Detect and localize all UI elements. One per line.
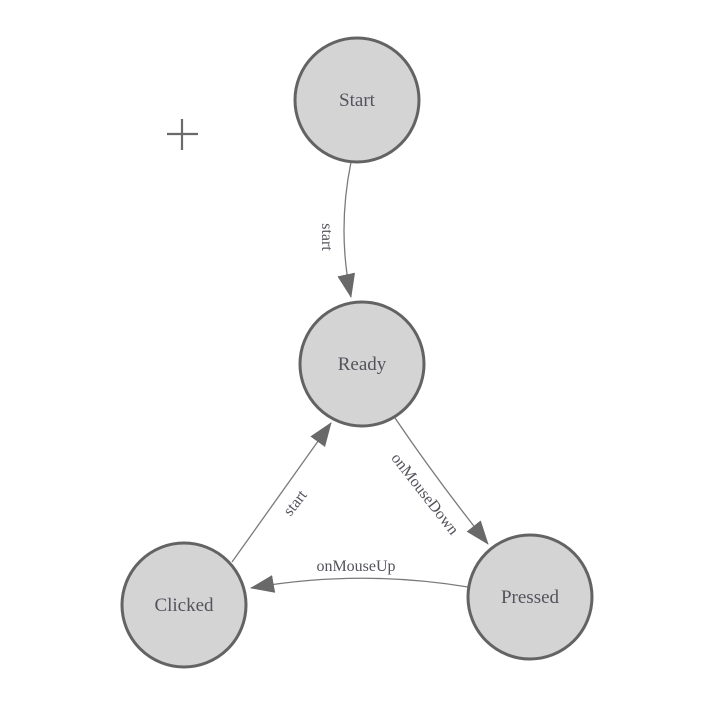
edge-label-start-1: start [318, 223, 335, 251]
node-pressed: Pressed [466, 533, 594, 661]
edge-line-ready-to-pressed[interactable] [394, 417, 489, 545]
crosshair-cursor-icon [167, 119, 198, 150]
node-label-pressed: Pressed [501, 587, 560, 608]
node-circle-ready[interactable] [298, 300, 426, 428]
node-label-clicked: Clicked [154, 595, 214, 616]
node-ready: Ready [298, 300, 426, 428]
edge-line-pressed-to-clicked[interactable] [250, 575, 469, 593]
node-circle-start[interactable] [293, 36, 421, 164]
node-circle-pressed[interactable] [466, 533, 594, 661]
edge-pressed-to-clicked: onMouseUp [250, 558, 469, 593]
node-label-start: Start [339, 90, 376, 111]
edge-line-start-to-ready[interactable] [337, 161, 356, 298]
edge-label-onmouseup: onMouseUp [316, 558, 395, 575]
node-label-ready: Ready [338, 354, 387, 375]
edge-clicked-to-ready: start [231, 422, 332, 563]
edge-start-to-ready: start [318, 161, 356, 298]
edge-label-onmousedown: onMouseDown [387, 450, 461, 538]
node-start: Start [293, 36, 421, 164]
edge-label-start-2: start [280, 487, 311, 520]
edge-ready-to-pressed: onMouseDown [387, 417, 489, 545]
edge-line-clicked-to-ready[interactable] [231, 422, 332, 563]
node-circle-clicked[interactable] [120, 541, 248, 669]
node-clicked: Clicked [120, 541, 248, 669]
